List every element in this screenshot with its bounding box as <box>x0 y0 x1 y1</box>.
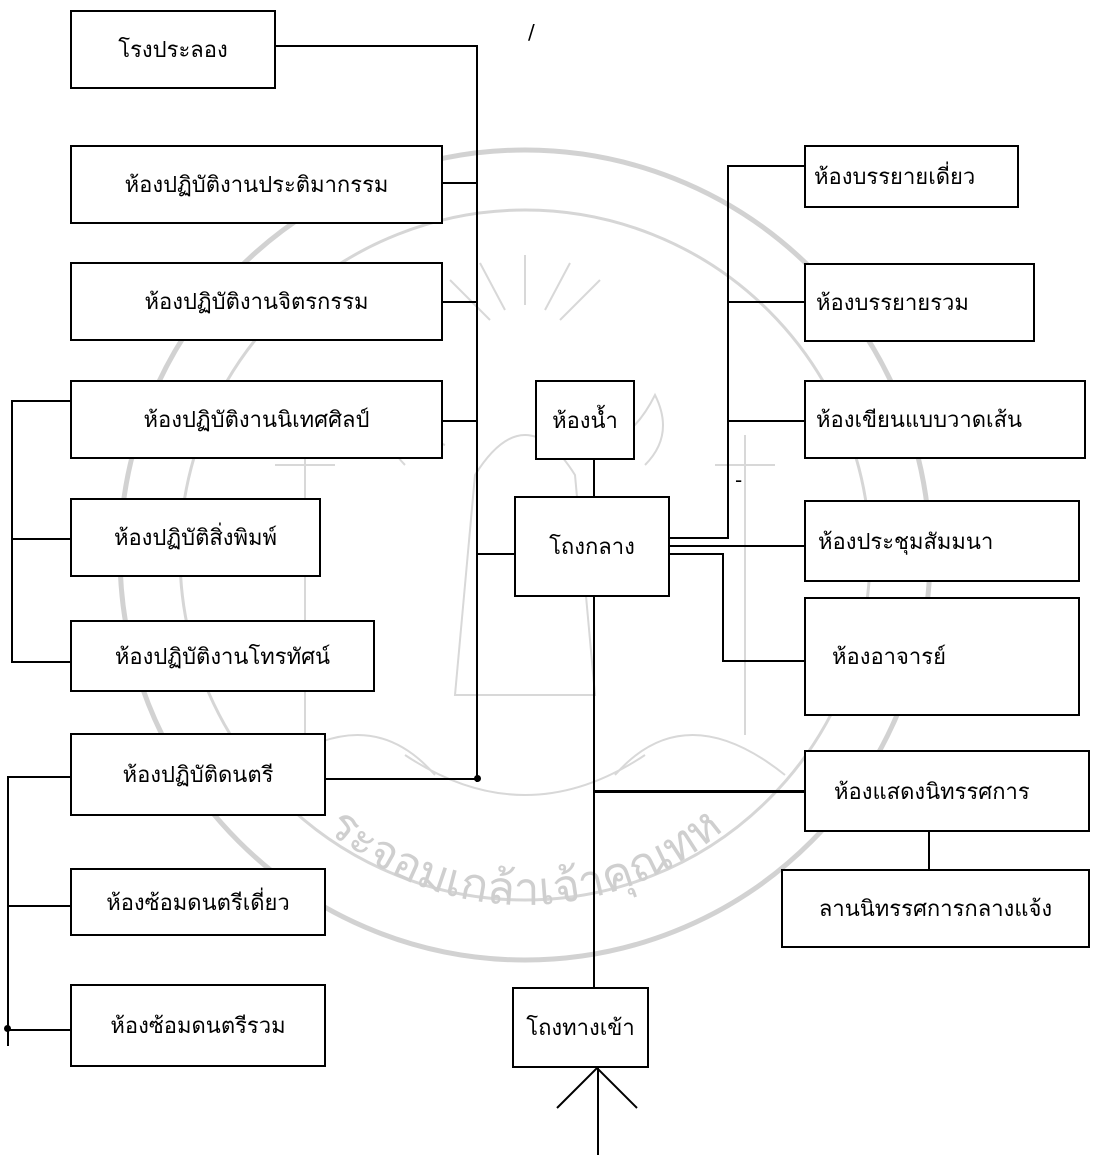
main-spine-line <box>476 45 478 782</box>
stray-mark: - <box>735 468 743 492</box>
connector-line <box>669 545 804 547</box>
room-box-theater: โรงประลอง <box>70 10 276 89</box>
room-label: โรงประลอง <box>118 38 228 63</box>
right-spine-line <box>727 165 729 539</box>
room-label: ห้องปฏิบัติสิ่งพิมพ์ <box>113 526 278 551</box>
room-box-entrance-hall: โถงทางเข้า <box>512 987 649 1068</box>
connector-line <box>669 537 729 539</box>
room-box-individual-lecture: ห้องบรรยายเดี่ยว <box>804 145 1019 208</box>
room-box-printmaking: ห้องปฏิบัติสิ่งพิมพ์ <box>70 498 321 577</box>
room-label: ห้องน้ำ <box>552 408 618 434</box>
room-label: ห้องประชุมสัมมนา <box>818 529 994 555</box>
room-label: โถงกลาง <box>549 535 635 560</box>
connector-line <box>593 790 804 793</box>
connector-line <box>442 301 478 303</box>
connector-line <box>722 660 804 662</box>
room-box-central-hall: โถงกลาง <box>514 496 670 597</box>
connector-line <box>928 832 930 870</box>
room-box-group-lecture: ห้องบรรยายรวม <box>804 263 1035 342</box>
svg-text:ระจอมเกล้าเจ้าคุณทห: ระจอมเกล้าเจ้าคุณทห <box>319 796 731 916</box>
connector-line <box>593 460 595 498</box>
room-label: ห้องปฏิบัติงานนิเทศศิลป์ <box>143 408 370 433</box>
room-label: ห้องเขียนแบบวาดเส้น <box>816 408 1023 433</box>
connector-line <box>478 553 514 555</box>
connector-line <box>7 776 71 778</box>
room-label: ห้องซ้อมดนตรีเดี่ยว <box>106 890 290 916</box>
room-box-seminar: ห้องประชุมสัมมนา <box>804 500 1080 582</box>
room-box-painting: ห้องปฏิบัติงานจิตรกรรม <box>70 262 443 341</box>
connector-line <box>7 1029 71 1031</box>
connector-line <box>442 182 478 184</box>
junction-dot <box>4 1025 11 1032</box>
connector-line <box>727 165 804 167</box>
room-label: ห้องซ้อมดนตรีรวม <box>110 1014 286 1039</box>
room-box-outdoor-exhibition: ลานนิทรรศการกลางแจ้ง <box>781 869 1090 948</box>
junction-dot <box>474 775 481 782</box>
room-box-music: ห้องปฏิบัติดนตรี <box>70 733 326 816</box>
connector-line <box>727 301 804 303</box>
room-label: ห้องอาจารย์ <box>832 645 946 670</box>
connector-line <box>11 661 72 663</box>
watermark-text: ระจอมเกล้าเจ้าคุณทห <box>319 796 731 916</box>
entrance-arrow-icon <box>556 1066 638 1109</box>
connector-line <box>727 420 804 422</box>
room-box-television: ห้องปฏิบัติงานโทรทัศน์ <box>70 620 375 692</box>
room-box-exhibition: ห้องแสดงนิทรรศการ <box>804 750 1090 832</box>
bracket-line <box>7 776 9 1046</box>
stray-mark: / <box>528 20 535 44</box>
room-label: ห้องบรรยายรวม <box>816 291 969 316</box>
room-box-drawing: ห้องเขียนแบบวาดเส้น <box>804 380 1086 459</box>
connector-line <box>7 905 71 907</box>
room-label: โถงทางเข้า <box>526 1016 635 1041</box>
connector-line <box>11 400 72 402</box>
room-box-solo-music: ห้องซ้อมดนตรีเดี่ยว <box>70 868 326 936</box>
connector-line <box>325 778 480 780</box>
room-label: ห้องปฏิบัติงานจิตรกรรม <box>144 290 369 315</box>
connector-line <box>11 538 72 540</box>
room-box-faculty: ห้องอาจารย์ <box>804 597 1080 716</box>
connector-line <box>442 420 478 422</box>
room-label: ห้องปฏิบัติดนตรี <box>122 763 274 788</box>
entrance-arrow-line <box>597 1068 599 1155</box>
room-label: ห้องบรรยายเดี่ยว <box>814 165 976 190</box>
bracket-line <box>11 400 13 663</box>
connector-line <box>722 553 724 661</box>
connector-line <box>275 45 478 47</box>
room-box-ensemble-music: ห้องซ้อมดนตรีรวม <box>70 984 326 1067</box>
room-label: ลานนิทรรศการกลางแจ้ง <box>818 897 1053 922</box>
room-label: ห้องแสดงนิทรรศการ <box>834 779 1030 805</box>
room-box-sculpture: ห้องปฏิบัติงานประติมากรรม <box>70 145 443 224</box>
room-label: ห้องปฏิบัติงานประติมากรรม <box>124 173 389 198</box>
connector-line <box>669 553 724 555</box>
room-box-communication-arts: ห้องปฏิบัติงานนิเทศศิลป์ <box>70 380 443 459</box>
room-box-restroom: ห้องน้ำ <box>535 380 635 460</box>
room-label: ห้องปฏิบัติงานโทรทัศน์ <box>114 644 331 670</box>
